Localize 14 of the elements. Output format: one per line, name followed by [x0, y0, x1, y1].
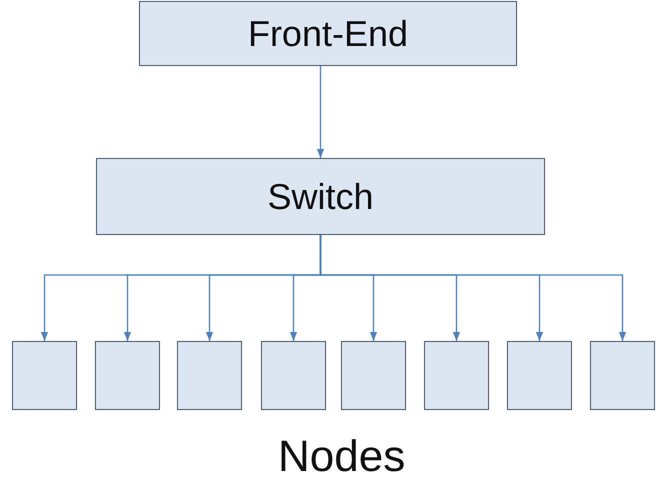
node-box: [507, 341, 572, 410]
node-box: [341, 341, 406, 410]
node-box: [590, 341, 655, 410]
node-box: [177, 341, 242, 410]
node-box: [424, 341, 489, 410]
group-caption: Nodes: [278, 432, 406, 482]
node-box: [12, 341, 77, 410]
arrow: [316, 66, 324, 158]
node-box: [261, 341, 326, 410]
box-label: Front-End: [248, 12, 408, 54]
process-box: [139, 1, 517, 66]
process-box: [96, 158, 545, 235]
box-label: Switch: [267, 176, 374, 218]
node-box: [95, 341, 160, 410]
